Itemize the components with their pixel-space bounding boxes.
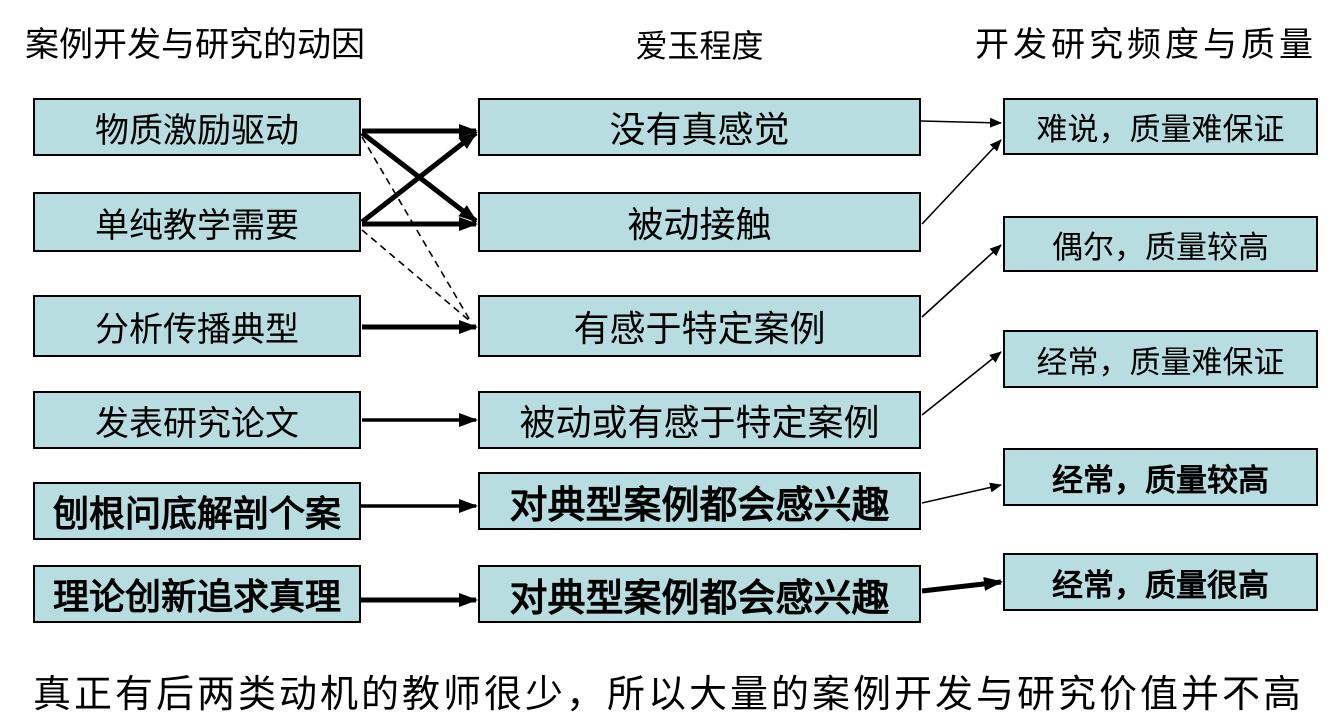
column-header-frequency-quality: 开发研究频度与质量: [975, 27, 1317, 64]
box-motivation-theory-truth: 理论创新追求真理: [33, 565, 361, 623]
box-motivation-dissect-cases: 刨根问底解剖个案: [33, 482, 361, 540]
edge-L2-M3: [361, 229, 472, 323]
box-affection-interested-typical-2: 对典型案例都会感兴趣: [478, 565, 921, 623]
box-result-occasional-good: 偶尔，质量较高: [1003, 216, 1318, 272]
edge-M3-R2: [921, 244, 1002, 318]
edge-M4-R3: [921, 351, 1002, 416]
box-affection-no-real-feeling: 没有真感觉: [478, 98, 921, 156]
box-affection-interested-typical-1: 对典型案例都会感兴趣: [478, 472, 921, 530]
box-affection-passive-contact: 被动接触: [478, 192, 921, 252]
box-result-frequent-good: 经常，质量较高: [1003, 448, 1318, 506]
box-motivation-publish-papers: 发表研究论文: [33, 391, 361, 449]
bottom-conclusion-text: 真正有后两类动机的教师很少，所以大量的案例开发与研究价值并不高: [32, 674, 1304, 714]
edge-M2-R1: [921, 139, 1002, 225]
column-header-affection-level: 爱玉程度: [635, 28, 764, 64]
box-motivation-analyze-typical: 分析传播典型: [33, 295, 361, 357]
box-affection-passive-or-specific: 被动或有感于特定案例: [478, 391, 921, 449]
edge-M6-R5: [921, 576, 1003, 594]
edge-L1-M3: [361, 136, 472, 323]
edge-L1-M2: [360, 131, 478, 223]
box-affection-specific-cases: 有感于特定案例: [478, 295, 921, 357]
edge-M5-R4: [921, 482, 1002, 504]
box-result-hard-to-say: 难说，质量难保证: [1003, 98, 1318, 155]
box-result-frequent-very-high: 经常，质量很高: [1003, 553, 1318, 611]
edge-M1-R1: [920, 117, 1002, 128]
box-motivation-material-incentive: 物质激励驱动: [33, 98, 361, 156]
box-result-frequent-unguaranteed: 经常，质量难保证: [1003, 330, 1318, 388]
edge-L2-M1: [360, 131, 478, 224]
box-motivation-teaching-need: 单纯教学需要: [33, 192, 361, 252]
column-header-motivations: 案例开发与研究的动因: [25, 27, 365, 64]
